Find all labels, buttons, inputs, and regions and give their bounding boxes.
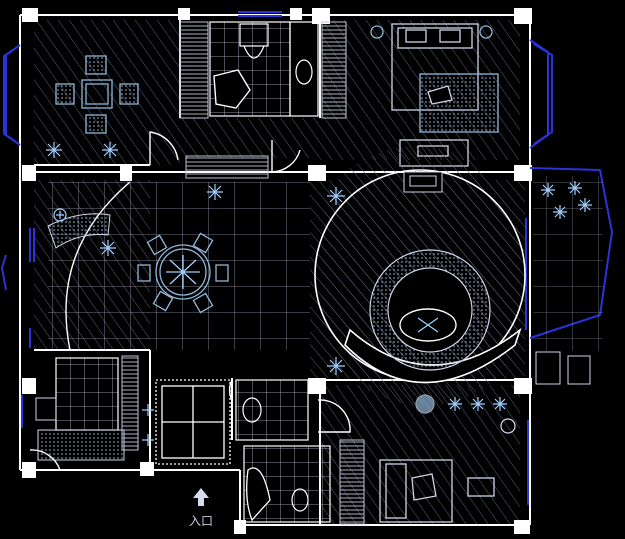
dining-grid-floor — [48, 182, 310, 350]
entry-label: 入口 — [188, 514, 213, 528]
plant-icons — [46, 142, 592, 446]
columns — [22, 8, 532, 534]
up-arrow-icon — [193, 488, 209, 506]
top-bathroom — [179, 21, 347, 119]
kitchen — [35, 357, 125, 461]
breakfast-table — [55, 55, 139, 134]
lower-bathroom — [235, 379, 331, 523]
dining-curve — [65, 181, 131, 351]
entry-closet — [155, 379, 231, 465]
lower-bedroom — [379, 394, 516, 523]
slatted-screens — [121, 155, 365, 525]
right-balcony — [533, 176, 603, 385]
side-sofa — [47, 213, 111, 249]
master-bed — [370, 23, 499, 167]
living-room — [314, 146, 526, 406]
dining-table — [137, 232, 229, 314]
